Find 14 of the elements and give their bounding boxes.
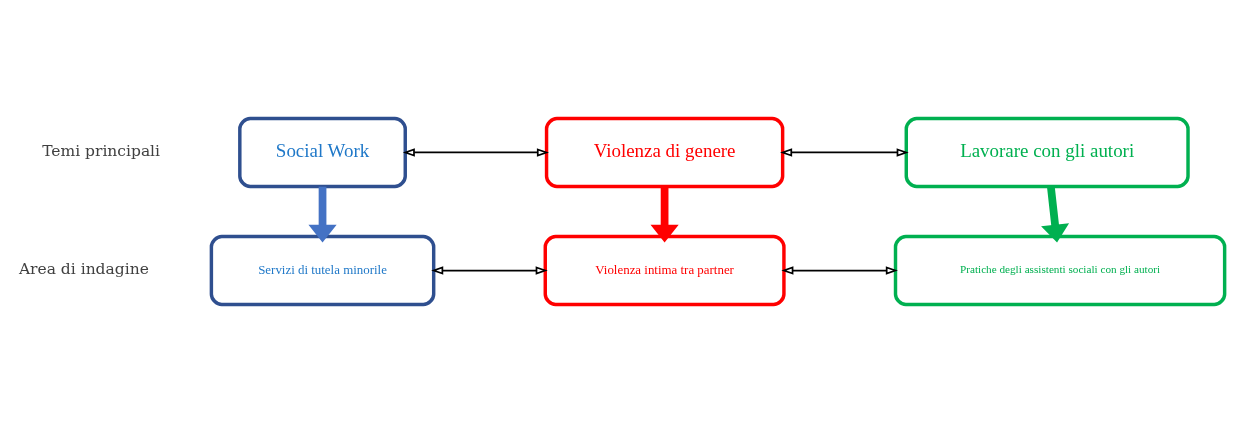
node-box: Violenza intima tra partner bbox=[543, 234, 786, 306]
arrow bbox=[781, 265, 898, 275]
arrow bbox=[650, 186, 679, 243]
node-box: Pratiche degli assistenti sociali con gli autori bbox=[893, 234, 1227, 306]
arrow bbox=[402, 147, 549, 157]
node-box: Violenza di genere bbox=[544, 116, 785, 188]
node-box: Lavorare con gli autori bbox=[904, 116, 1190, 188]
node-box: Servizi di tutela minorile bbox=[209, 234, 436, 306]
label: Area di indagine bbox=[18, 259, 149, 278]
arrow bbox=[431, 265, 548, 275]
node-box: Social Work bbox=[238, 116, 407, 188]
arrow bbox=[1041, 185, 1070, 243]
arrow bbox=[780, 147, 909, 157]
label: Temi principali bbox=[42, 141, 161, 160]
